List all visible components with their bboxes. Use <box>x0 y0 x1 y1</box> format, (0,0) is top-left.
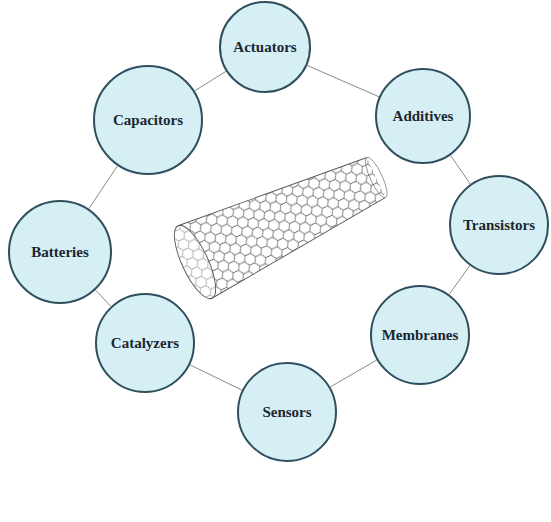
application-circle: Membranes <box>370 285 470 385</box>
circle-label: Additives <box>393 108 454 125</box>
ring-connector <box>450 155 470 184</box>
application-circle: Actuators <box>219 1 311 93</box>
ring-connector <box>307 65 379 96</box>
ring-connector <box>89 166 118 209</box>
application-circle: Transistors <box>449 175 549 275</box>
circle-label: Capacitors <box>113 112 183 129</box>
ring-connector <box>449 266 470 295</box>
ring-connector <box>330 360 376 387</box>
circle-label: Actuators <box>233 39 296 56</box>
application-circle: Catalyzers <box>95 293 195 393</box>
circle-label: Batteries <box>31 244 88 261</box>
ring-connector <box>195 71 226 91</box>
ring-connector <box>190 365 242 390</box>
ring-connector <box>95 290 110 306</box>
circle-label: Catalyzers <box>111 335 179 352</box>
application-circle: Capacitors <box>93 65 203 175</box>
circle-label: Sensors <box>262 404 311 421</box>
circle-label: Membranes <box>382 327 459 344</box>
application-circle: Sensors <box>237 362 337 462</box>
application-circle: Additives <box>375 68 471 164</box>
circle-label: Transistors <box>463 217 535 234</box>
application-circle: Batteries <box>8 200 112 304</box>
